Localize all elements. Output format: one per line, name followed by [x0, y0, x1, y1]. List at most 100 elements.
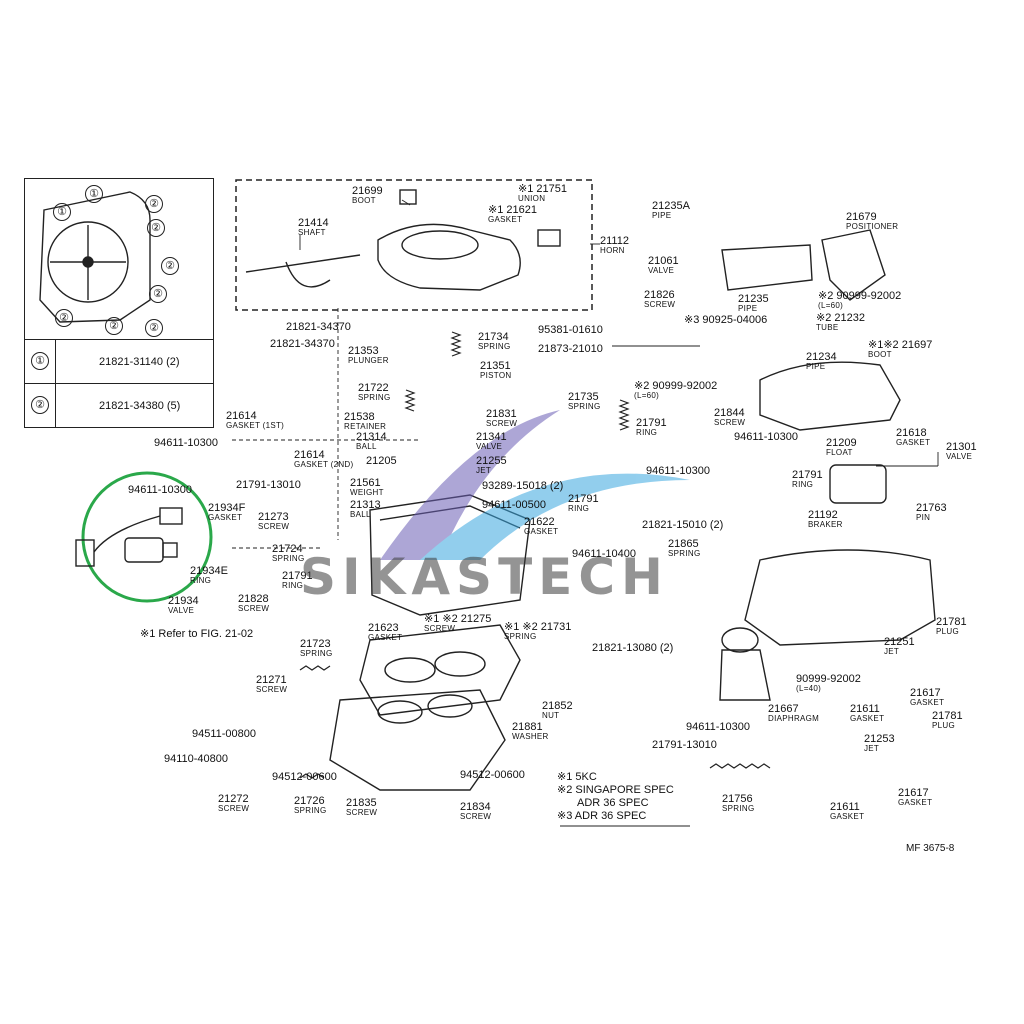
part-name: SCREW: [218, 804, 250, 813]
part-number: 21253: [864, 733, 895, 745]
callout-1: ①: [31, 352, 49, 370]
part-number: 21623: [368, 622, 399, 634]
part-number: 21538: [344, 411, 375, 423]
part-name: SCREW: [346, 808, 378, 817]
legend-row1-part: 21821-31140 (2): [99, 356, 180, 368]
part-name: FLOAT: [826, 448, 853, 457]
part-number: ※1 ※2 21731: [504, 621, 572, 633]
highlight-ring: [81, 471, 213, 603]
part-name: BOOT: [868, 350, 892, 359]
part-number: 21699: [352, 185, 383, 197]
part-number: 94611-10300: [686, 721, 751, 733]
part-label: 94512-00600: [460, 770, 525, 781]
part-name: SPRING: [294, 806, 327, 815]
part-number: 21614: [226, 410, 257, 422]
part-name: PIN: [916, 513, 931, 522]
part-number: 21722: [358, 382, 389, 394]
part-label: 94611-10300: [734, 432, 798, 443]
part-name: JET: [864, 744, 880, 753]
part-number: 21791: [282, 570, 313, 582]
part-number: 21314: [356, 431, 387, 443]
part-label: 95381-01610: [538, 325, 603, 336]
part-name: SCREW: [486, 419, 518, 428]
figure-id: MF 3675-8: [906, 843, 955, 854]
part-number: 21791-13010: [236, 479, 301, 491]
part-name: RETAINER: [344, 422, 387, 431]
part-number: 21561: [350, 477, 381, 489]
part-number: ※2 90999-92002: [818, 290, 902, 302]
part-number: 21791: [636, 417, 667, 429]
inset-callout-2d: ②: [149, 285, 167, 303]
inset-callout-2c: ②: [161, 257, 179, 275]
part-number: 21234: [806, 351, 837, 363]
part-label: 21821-13080 (2): [592, 643, 673, 654]
part-name: JET: [476, 466, 492, 475]
part-name: VALVE: [476, 442, 503, 451]
part-name: NUT: [542, 711, 560, 720]
part-number: ※2 21232: [816, 312, 865, 324]
part-label: ※3 90925-04006: [684, 315, 767, 326]
part-name: GASKET: [898, 798, 933, 807]
part-name: SCREW: [424, 624, 456, 633]
spec-notes: ※1 5KC ※2 SINGAPORE SPEC ADR 36 SPEC ※3 …: [557, 771, 674, 823]
part-number: 21724: [272, 543, 303, 555]
part-number: ※1 Refer to FIG. 21-02: [140, 628, 254, 640]
legend-row-2: ② 21821-34380 (5): [25, 383, 213, 428]
part-number: ※1 21621: [488, 204, 537, 216]
part-name: BALL: [350, 510, 371, 519]
part-name: GASKET: [850, 714, 885, 723]
part-number: 21611: [850, 703, 880, 715]
part-number: 21351: [480, 360, 511, 372]
watermark-text: SIKASTECH: [300, 548, 669, 606]
part-label: 94611-00500: [482, 500, 546, 511]
part-number: 21791: [792, 469, 823, 481]
part-name: GASKET: [208, 513, 243, 522]
part-name: SCREW: [644, 300, 676, 309]
inset-callout-1a: ①: [85, 185, 103, 203]
part-label: 94611-10300: [646, 466, 710, 477]
part-label: 21821-34370: [270, 339, 335, 350]
part-name: RING: [282, 581, 304, 590]
part-name: PLUNGER: [348, 356, 389, 365]
inset-callout-2g: ②: [145, 319, 163, 337]
part-number: 21272: [218, 793, 249, 805]
part-number: 21821-34370: [270, 338, 335, 350]
part-name: SPRING: [668, 549, 701, 558]
part-name: JET: [884, 647, 900, 656]
part-name: SPRING: [300, 649, 333, 658]
part-name: SPRING: [722, 804, 755, 813]
part-number: 21934F: [208, 502, 246, 514]
part-number: ※1※2 21697: [868, 339, 933, 351]
part-number: 21622: [524, 516, 555, 528]
part-name: SCREW: [714, 418, 746, 427]
part-name: GASKET: [830, 812, 865, 821]
part-name: GASKET (2ND): [294, 460, 354, 469]
